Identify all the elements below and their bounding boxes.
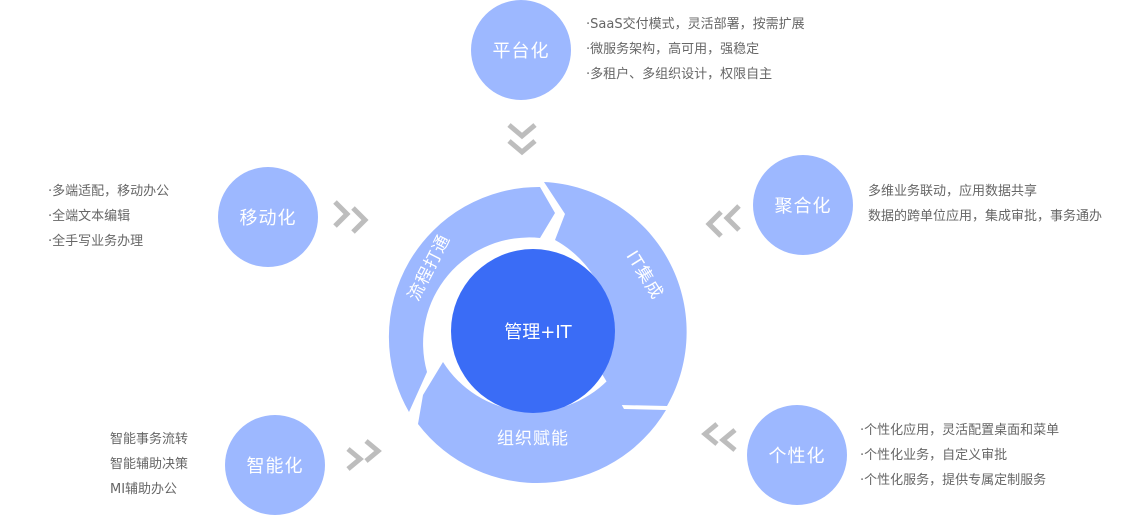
intelligent-item: MI辅助办公 <box>110 482 178 497</box>
intelligent-description: 智能事务流转 智能辅助决策 MI辅助办公 <box>110 427 188 502</box>
ring-label-bottom: 组织赋能 <box>497 429 569 449</box>
intelligent-item: 智能辅助决策 <box>110 457 189 472</box>
chevron-left-icon-aggregate <box>705 204 741 238</box>
platform-item: ·多租户、多组织设计，权限自主 <box>586 67 773 82</box>
platform-description: ·SaaS交付模式，灵活部署，按需扩展 ·微服务架构，高可用，强稳定 ·多租户、… <box>586 12 805 87</box>
personal-item: ·个性化应用，灵活配置桌面和菜单 <box>860 423 1060 438</box>
core-circle <box>451 249 615 413</box>
ring-segment-right <box>544 182 687 406</box>
aggregate-description: 多维业务联动，应用数据共享 数据的跨单位应用，集成审批，事务通办 <box>868 179 1102 229</box>
mobile-description: ·多端适配，移动办公 ·全端文本编辑 ·全手写业务办理 <box>48 179 169 254</box>
chevron-right-icon-intelligent <box>346 439 382 471</box>
aggregate-item: 数据的跨单位应用，集成审批，事务通办 <box>868 209 1103 224</box>
node-aggregate-label: 聚合化 <box>774 196 832 217</box>
personal-item: ·个性化服务，提供专属定制服务 <box>860 473 1047 488</box>
node-personal: 个性化 <box>747 405 847 505</box>
node-aggregate: 聚合化 <box>753 155 853 255</box>
mobile-item: ·多端适配，移动办公 <box>48 184 170 199</box>
intelligent-item: 智能事务流转 <box>110 432 189 447</box>
aggregate-item: 多维业务联动，应用数据共享 <box>868 184 1038 199</box>
chevron-right-icon-mobile <box>333 200 369 234</box>
node-personal-label: 个性化 <box>768 446 826 467</box>
ring-segment-left <box>388 186 555 412</box>
ring-segment-bottom <box>418 362 666 484</box>
node-intelligent: 智能化 <box>225 415 325 515</box>
node-intelligent-label: 智能化 <box>246 456 304 477</box>
core-label: 管理+IT <box>504 322 572 343</box>
node-platform: 平台化 <box>471 0 571 100</box>
personal-item: ·个性化业务，自定义审批 <box>860 448 1008 463</box>
chevron-left-icon-personal <box>701 422 737 452</box>
platform-item: ·微服务架构，高可用，强稳定 <box>586 42 760 57</box>
node-platform-label: 平台化 <box>492 41 550 62</box>
node-mobile: 移动化 <box>218 167 318 267</box>
chevron-down-icon <box>507 123 537 156</box>
node-mobile-label: 移动化 <box>239 208 297 229</box>
mobile-item: ·全手写业务办理 <box>48 234 144 249</box>
platform-item: ·SaaS交付模式，灵活部署，按需扩展 <box>586 17 805 32</box>
mobile-item: ·全端文本编辑 <box>48 209 131 224</box>
personal-description: ·个性化应用，灵活配置桌面和菜单 ·个性化业务，自定义审批 ·个性化服务，提供专… <box>860 418 1059 493</box>
